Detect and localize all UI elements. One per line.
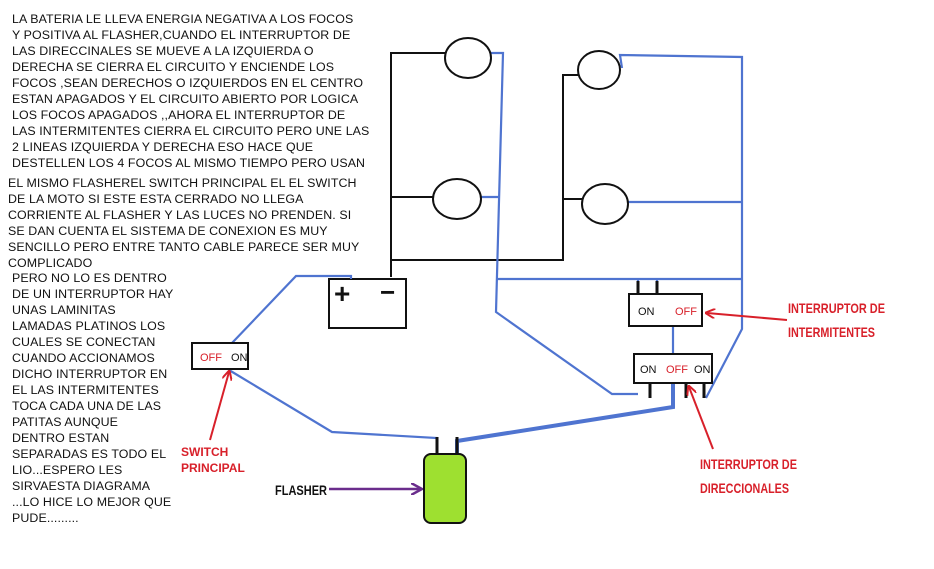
flasher-label: FLASHER	[275, 482, 327, 498]
hazard-switch-arrow	[707, 313, 788, 321]
turn-switch-label-line-2: DIRECCIONALES	[700, 480, 789, 496]
flasher-output-wire	[455, 383, 675, 455]
lamp-left-front	[444, 37, 492, 79]
hazard-switch-on-label: ON	[638, 306, 655, 318]
turn-switch-label-line-1: INTERRUPTOR DE	[700, 456, 797, 472]
turn-switch-off-label: OFF	[666, 364, 688, 376]
hazard-switch-label-line-1: INTERRUPTOR DE	[788, 300, 885, 316]
explanation-paragraph-3: PERO NO LO ES DENTRO DE UN INTERRUPTOR H…	[12, 271, 174, 525]
black-wiring	[390, 52, 583, 277]
lamp-left-rear	[432, 178, 482, 220]
turn-switch-pins	[435, 281, 706, 455]
battery: + −	[328, 276, 407, 329]
battery-plus-label: +	[334, 278, 350, 309]
explanation-paragraph-2: EL MISMO FLASHEREL SWITCH PRINCIPAL EL E…	[8, 176, 360, 270]
turn-switch-arrow	[689, 387, 714, 450]
switch-principal-label-line-2: PRINCIPAL	[181, 461, 245, 475]
hazard-switch-off-label: OFF	[675, 306, 697, 318]
main-switch-off-label: OFF	[200, 352, 222, 364]
flasher-unit	[423, 453, 467, 524]
hazard-switch-label-line-2: INTERMITENTES	[788, 324, 875, 340]
lamp-right-rear	[581, 183, 629, 225]
main-switch[interactable]: OFF ON	[191, 342, 249, 370]
switch-principal-label-line-1: SWITCH	[181, 445, 228, 459]
turn-signal-switch[interactable]: ON OFF ON	[633, 353, 713, 384]
lamp-right-front	[577, 50, 621, 90]
hazard-switch[interactable]: ON OFF	[628, 293, 703, 327]
main-switch-on-label: ON	[231, 352, 248, 364]
turn-switch-on-left-label: ON	[640, 364, 657, 376]
blue-wiring	[228, 51, 744, 455]
switch-principal-arrow	[209, 372, 229, 441]
turn-switch-on-right-label: ON	[694, 364, 711, 376]
battery-minus-label: −	[380, 277, 395, 307]
explanation-paragraph-1: LA BATERIA LE LLEVA ENERGIA NEGATIVA A L…	[12, 12, 370, 170]
